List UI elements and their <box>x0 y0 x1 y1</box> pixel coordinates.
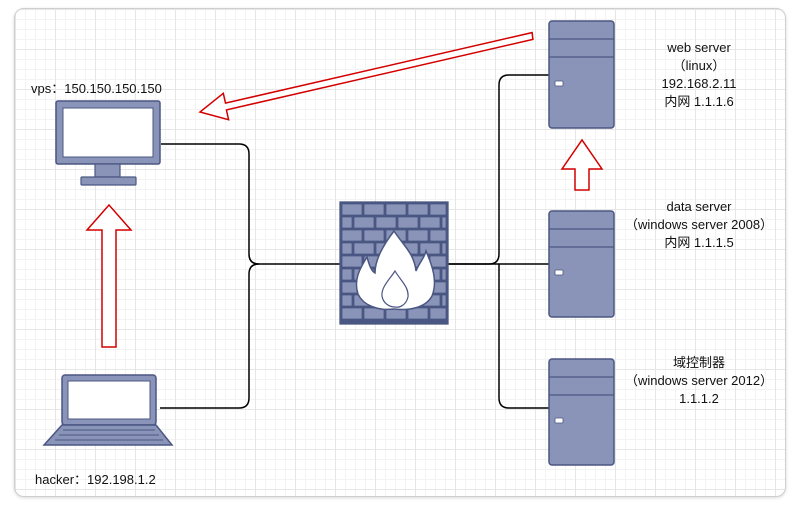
firewall-brick <box>419 216 441 229</box>
firewall-brick <box>341 242 353 255</box>
firewall-brick <box>441 268 447 281</box>
arrow-web-to-vps <box>198 31 534 121</box>
web-server-name: web server <box>667 40 731 55</box>
firewall-brick <box>407 229 429 242</box>
domain-controller-ip: 1.1.1.2 <box>679 391 719 406</box>
firewall-brick <box>363 229 385 242</box>
web-server-internal-ip: 内网 1.1.1.6 <box>664 94 734 109</box>
arrow-data-to-web <box>560 138 604 191</box>
arrow-hacker-to-vps <box>85 203 133 348</box>
data-server-icon <box>548 210 615 318</box>
firewall-brick <box>341 203 363 216</box>
wire-firewall-domain <box>498 264 549 409</box>
firewall-brick <box>429 203 447 216</box>
firewall-brick <box>397 216 419 229</box>
diagram-canvas: vps：150.150.150.150 hacker：192.198.1.2 w… <box>14 8 786 497</box>
web-server-label: web server （linux） 192.168.2.11 内网 1.1.1… <box>629 39 769 111</box>
firewall-brick <box>363 203 385 216</box>
domain-controller-label: 域控制器 （windows server 2012） 1.1.1.2 <box>619 354 779 408</box>
domain-controller-name: 域控制器 <box>672 355 725 370</box>
firewall-brick <box>375 216 397 229</box>
firewall-brick <box>341 229 363 242</box>
wire-firewall-web <box>447 74 549 265</box>
vps-monitor-icon <box>55 100 161 186</box>
firewall-brick <box>353 242 375 255</box>
firewall-icon <box>339 201 449 325</box>
domain-controller-server-icon <box>548 358 615 466</box>
web-server-os: （linux） <box>672 58 726 73</box>
domain-controller-os: （windows server 2012） <box>624 373 774 388</box>
firewall-brick <box>353 216 375 229</box>
firewall-brick <box>341 307 363 320</box>
firewall-brick <box>341 268 353 281</box>
wire-vps-firewall <box>161 143 340 265</box>
firewall-brick <box>341 255 363 268</box>
firewall-brick <box>341 294 353 307</box>
firewall-brick <box>341 216 353 229</box>
data-server-label: data server （windows server 2008） 内网 1.1… <box>619 198 779 252</box>
connection-wires <box>160 74 549 409</box>
data-server-os: （windows server 2008） <box>624 217 774 232</box>
firewall-brick <box>441 242 447 255</box>
firewall-brick <box>407 203 429 216</box>
web-server-icon <box>548 20 615 129</box>
vps-label: vps：150.150.150.150 <box>31 81 162 96</box>
web-server-ip: 192.168.2.11 <box>661 76 737 91</box>
hacker-label: hacker：192.198.1.2 <box>35 472 156 487</box>
data-server-internal-ip: 内网 1.1.1.5 <box>664 235 734 250</box>
firewall-brick <box>407 307 429 320</box>
firewall-brick <box>429 255 447 268</box>
firewall-brick <box>441 294 447 307</box>
data-server-name: data server <box>666 199 732 214</box>
diagram-svg <box>42 20 615 466</box>
firewall-brick <box>419 242 441 255</box>
firewall-brick <box>441 216 447 229</box>
hacker-laptop-icon <box>42 374 174 446</box>
firewall-brick <box>385 203 407 216</box>
firewall-brick <box>429 307 447 320</box>
red-arrows <box>85 31 604 348</box>
firewall-brick <box>429 229 447 242</box>
wire-hacker-firewall <box>160 263 260 409</box>
